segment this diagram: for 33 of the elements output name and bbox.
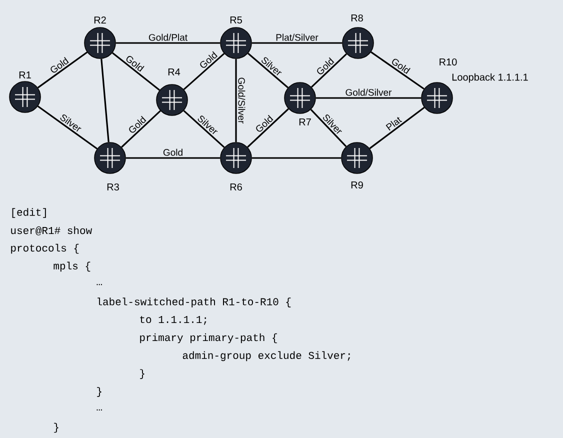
edge-label: Gold — [163, 148, 182, 156]
router-label: R1 — [19, 72, 31, 78]
router-label: R5 — [230, 16, 242, 24]
code-line: protocols { — [11, 244, 79, 254]
loopback-label: Loopback 1.1.1.1 — [452, 73, 528, 83]
code-line: mpls { — [54, 262, 90, 272]
router-label: R10 — [440, 58, 457, 66]
edge-label: Gold/Silver — [346, 88, 392, 96]
code-line: } — [140, 369, 144, 379]
code-line: primary primary-path { — [140, 333, 277, 344]
edge-label: Gold/Silver — [238, 78, 246, 124]
code-line: … — [96, 284, 102, 286]
router-label: R4 — [168, 68, 180, 76]
router-label: R8 — [351, 14, 363, 22]
router-label: R9 — [351, 181, 363, 189]
code-line: to 1.1.1.1; — [140, 316, 206, 325]
edge-label: Gold — [126, 56, 144, 72]
code-line: … — [96, 409, 102, 410]
edge-label: Gold/Plat — [148, 34, 188, 41]
router-label: R2 — [94, 16, 106, 24]
code-line: user@R1# show — [11, 226, 92, 236]
code-line: } — [54, 422, 58, 433]
router-label: R6 — [230, 183, 242, 191]
router-label: R7 — [299, 118, 311, 126]
edge-label: Plat/Silver — [276, 34, 318, 41]
code-line: [edit] — [12, 208, 46, 218]
code-line: label-switched-path R1-to-R10 { — [98, 298, 291, 308]
edge-label: Gold — [50, 57, 69, 73]
router-label: R3 — [107, 183, 119, 191]
code-line: admin-group exclude Silver; — [182, 351, 350, 362]
code-line: } — [97, 387, 102, 397]
edge-label: Plat — [386, 116, 402, 131]
edge-label: Gold — [392, 58, 410, 74]
